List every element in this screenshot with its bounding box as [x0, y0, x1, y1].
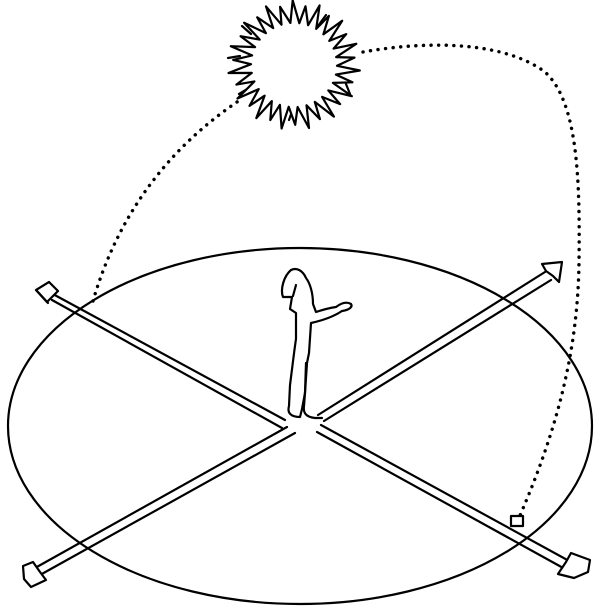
sun-burst: [229, 0, 360, 128]
axis-arrow-southeast: [317, 425, 590, 578]
axis-arrow-southwest: [23, 427, 295, 587]
sun-path-end-marker: [511, 516, 523, 526]
sun-path-left-arc: [93, 100, 240, 301]
sun-icon: [228, 0, 360, 128]
observer-figure: [282, 269, 352, 418]
axis-arrow-northeast: [318, 262, 562, 421]
axis-arrow-northwest: [36, 282, 285, 428]
